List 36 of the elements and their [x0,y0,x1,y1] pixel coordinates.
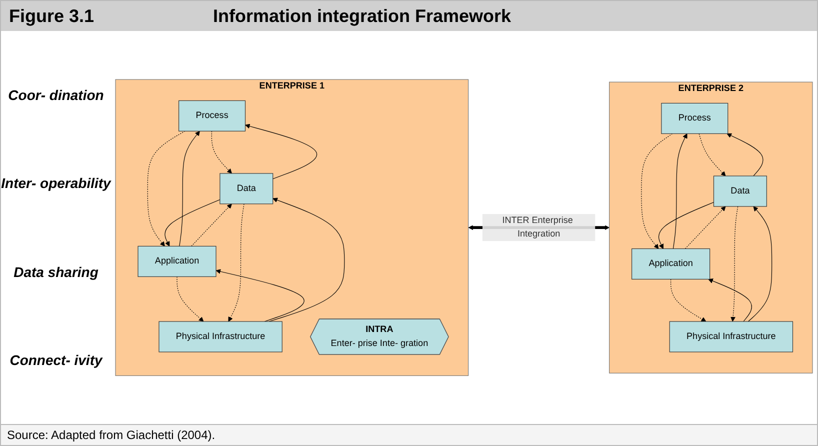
node-box: Process [661,102,728,134]
arrow [726,133,764,176]
node-box: Data [713,176,767,207]
arrow [176,276,204,322]
arrow [228,204,244,322]
arrow [672,133,688,249]
layer-label: Data sharing [12,264,100,280]
source-caption: Source: Adapted from Giachetti (2004). [1,424,817,445]
arrow [179,130,200,246]
arrow [211,130,232,174]
node-box: Data [220,173,274,204]
node-box: Physical Infrastructure [158,321,282,352]
arrow [670,278,706,322]
layer-label: Coor- dination [7,87,105,104]
arrow [216,269,304,322]
arrow [658,202,714,249]
node-box: Physical Infrastructure [669,321,794,352]
arrow [164,199,220,246]
arrow [147,130,186,246]
edge-label: INTER Enterprise Integration [502,216,573,239]
layer-label: Connect- ivity [8,352,104,368]
layer-label: Inter- operability [1,175,111,192]
arrow [748,206,772,322]
figure-number: Figure 3.1 [8,6,96,26]
node-box: Application [632,248,710,280]
arrow [698,133,726,176]
arrow [268,198,345,322]
arrow [245,124,318,180]
node-box: Application [138,246,216,277]
arrow [708,278,752,322]
arrow [191,204,232,246]
arrow [684,206,726,249]
figure-title: Information integration Framework [212,6,512,26]
node-box: Process [178,100,246,132]
arrow [641,133,673,249]
arrow [730,206,738,322]
